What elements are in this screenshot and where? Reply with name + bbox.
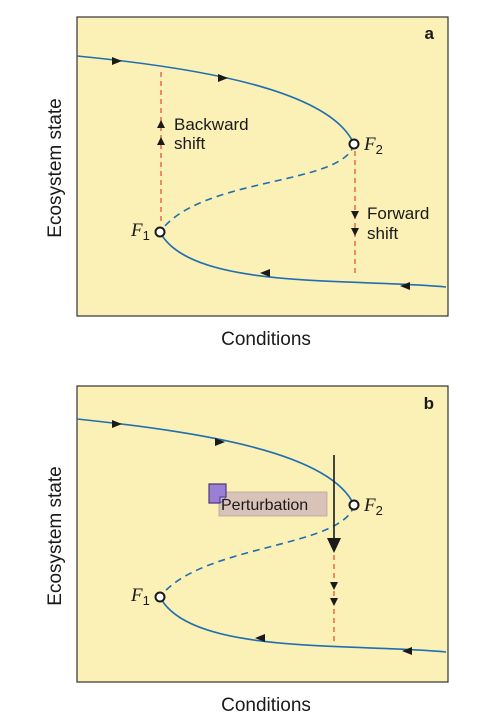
panel-b-middle-branch bbox=[159, 504, 355, 598]
panel-b-arrow-lower-2 bbox=[402, 647, 412, 655]
panel-b-letter: b bbox=[424, 394, 434, 413]
panel-a-letter: a bbox=[425, 24, 435, 43]
panel-a-plot-area bbox=[76, 16, 449, 317]
panel-b-lower-branch bbox=[159, 596, 447, 653]
panel-b-arrow-lower-1 bbox=[255, 634, 265, 642]
panel-a-forward-arrow-1 bbox=[351, 211, 359, 219]
panel-b-shift-arrow-1 bbox=[330, 582, 338, 590]
panel-a-arrow-upper-2 bbox=[218, 74, 228, 82]
panel-a-arrow-lower-1 bbox=[260, 269, 270, 277]
note-icon bbox=[208, 483, 227, 504]
panel-b-plot-area bbox=[76, 385, 449, 683]
panel-b: b Perturbation F2 F1 bbox=[45, 385, 449, 716]
panel-b-f2-point bbox=[348, 499, 360, 511]
panel-a-backward-label-1: Backward bbox=[174, 115, 249, 134]
panel-a-forward-label-2: shift bbox=[367, 224, 398, 243]
panel-b-perturbation-box bbox=[218, 491, 328, 517]
panel-a-upper-branch bbox=[76, 55, 355, 145]
panel-a-arrow-upper-1 bbox=[112, 57, 122, 65]
panel-b-f2-label: F2 bbox=[363, 495, 383, 518]
panel-a-forward-label-1: Forward bbox=[367, 204, 429, 223]
panel-b-f1-point bbox=[154, 591, 166, 603]
panel-a-middle-branch bbox=[159, 143, 355, 233]
panel-b-arrow-upper-1 bbox=[112, 420, 122, 428]
panel-b-perturbation-label: Perturbation bbox=[221, 497, 308, 514]
panel-a-backward-arrow-2 bbox=[157, 137, 165, 145]
panel-b-f1-label: F1 bbox=[130, 585, 150, 608]
panel-a-xlabel: Conditions bbox=[221, 329, 311, 350]
panel-a-forward-arrow-2 bbox=[351, 228, 359, 236]
panel-a-f2-point bbox=[348, 138, 360, 150]
panel-a: a Backward shift Forward shift F2 F1 bbox=[45, 16, 449, 350]
panel-b-arrow-upper-2 bbox=[215, 438, 225, 446]
panel-a-ylabel: Ecosystem state bbox=[45, 98, 66, 237]
panel-b-shift-arrow-2 bbox=[330, 598, 338, 606]
panel-a-arrow-lower-2 bbox=[400, 282, 410, 290]
panel-a-backward-label-2: shift bbox=[174, 134, 205, 153]
panel-b-upper-branch bbox=[76, 418, 355, 506]
panel-b-ylabel: Ecosystem state bbox=[45, 466, 66, 605]
panel-a-f1-label: F1 bbox=[130, 220, 150, 243]
panel-b-perturbation-arrowhead bbox=[327, 538, 341, 553]
panel-a-f1-point bbox=[154, 226, 166, 238]
panel-b-xlabel: Conditions bbox=[221, 695, 311, 716]
panel-a-backward-arrow-1 bbox=[157, 120, 165, 128]
panel-a-f2-label: F2 bbox=[363, 134, 383, 157]
